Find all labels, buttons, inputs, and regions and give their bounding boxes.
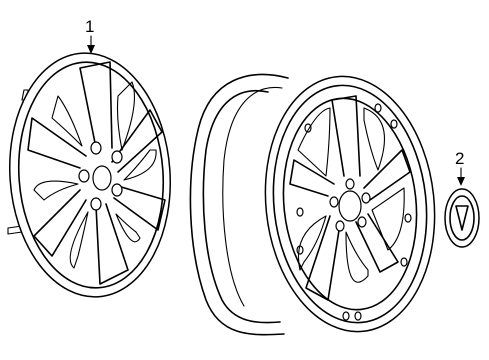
wheel-barrel-inner [202, 90, 281, 324]
center-cap-icon [444, 188, 480, 248]
cover-spokes [27, 61, 166, 285]
wheel-front-lip [272, 84, 428, 324]
wheel-rim-holes [296, 103, 412, 321]
callout-2-arrowhead [457, 177, 465, 186]
cover-outer-rim [8, 52, 172, 298]
callout-2-label: 2 [455, 149, 464, 168]
wheel-spokes [289, 95, 411, 301]
cap-inner [449, 195, 475, 241]
wheel-hub [338, 190, 362, 222]
cap-emblem [455, 205, 469, 231]
cover-inner-rim [17, 61, 165, 289]
callout-1-label: 1 [85, 17, 94, 36]
callout-1: 1 [85, 17, 95, 54]
alloy-wheel-icon [189, 73, 436, 336]
callout-1-arrowhead [87, 45, 95, 54]
wheel-barrel-back [189, 73, 289, 336]
cover-hub [92, 165, 112, 191]
wheel-cover-icon [7, 52, 172, 298]
callout-2: 2 [455, 149, 465, 186]
